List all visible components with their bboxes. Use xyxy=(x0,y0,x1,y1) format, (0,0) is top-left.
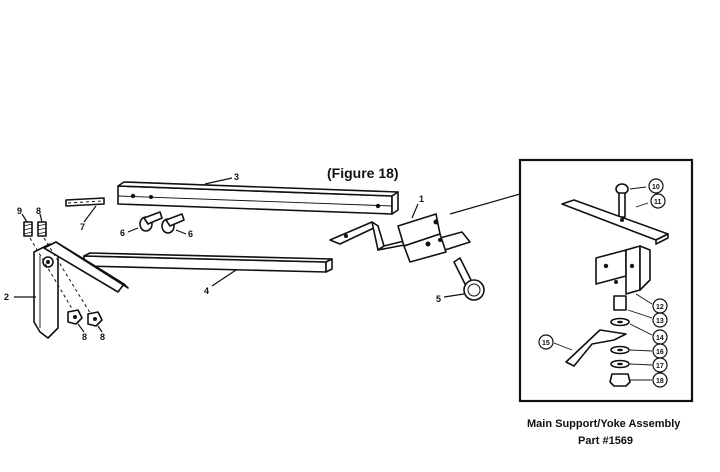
callout-10: 10 xyxy=(652,184,660,191)
leader-3 xyxy=(204,177,233,185)
leader-15 xyxy=(553,342,573,351)
part-2-yoke xyxy=(33,241,129,339)
leader-1 xyxy=(411,203,419,219)
callout-5: 5 xyxy=(436,294,441,304)
callout-14: 14 xyxy=(656,335,664,342)
leader-17 xyxy=(629,363,653,366)
leader-10 xyxy=(629,186,647,190)
leader-6a xyxy=(127,227,139,233)
detail-washer-17 xyxy=(610,359,630,369)
callout-1: 1 xyxy=(419,194,424,204)
callout-11: 11 xyxy=(654,199,662,206)
leader-6b xyxy=(175,229,187,235)
part-3-upper-bar xyxy=(117,181,399,215)
callout-6a: 6 xyxy=(120,228,125,238)
leader-8a xyxy=(39,213,43,223)
detail-caption-title: Main Support/Yoke Assembly xyxy=(527,418,681,430)
detail-yoke-arm-15 xyxy=(565,329,627,367)
callout-8a: 8 xyxy=(36,206,41,216)
part-7-pin xyxy=(65,197,105,207)
callout-8c: 8 xyxy=(100,332,105,342)
leader-16 xyxy=(629,349,653,352)
detail-caption-part: Part #1569 xyxy=(578,435,633,447)
part-5-lynch-pin xyxy=(453,257,485,301)
detail-washer-16 xyxy=(610,345,630,355)
assembly-line-left xyxy=(29,237,75,313)
callout-13: 13 xyxy=(656,318,664,325)
callout-16: 16 xyxy=(656,349,664,356)
detail-pointer-line xyxy=(449,193,521,215)
detail-nut-18 xyxy=(609,373,631,387)
callout-15: 15 xyxy=(542,340,550,347)
leader-8b xyxy=(77,323,85,333)
spring-washer-9 xyxy=(23,221,33,237)
callout-17: 17 xyxy=(656,363,664,370)
callout-9: 9 xyxy=(17,206,22,216)
part-4-lower-bar xyxy=(83,252,333,273)
nut-8-right xyxy=(87,311,103,327)
leader-14 xyxy=(629,323,653,336)
detail-washer-14 xyxy=(610,317,630,327)
nut-8-left xyxy=(67,309,83,325)
callout-2: 2 xyxy=(4,292,9,302)
callout-3: 3 xyxy=(234,172,239,182)
leader-4 xyxy=(211,269,237,287)
leader-9 xyxy=(21,213,28,223)
leader-8c xyxy=(97,325,103,333)
callout-6b: 6 xyxy=(188,229,193,239)
callout-10-circle xyxy=(648,178,664,194)
callout-11-circle xyxy=(650,193,666,209)
callout-17-circle xyxy=(652,357,668,373)
detail-spacer-13 xyxy=(613,295,627,311)
leader-5 xyxy=(443,293,465,298)
callout-12: 12 xyxy=(656,304,664,311)
callout-18-circle xyxy=(652,372,668,388)
detail-plate-11 xyxy=(561,199,669,245)
part-1-main-support xyxy=(329,213,471,263)
leader-12 xyxy=(635,293,653,305)
figure-title: (Figure 18) xyxy=(327,165,399,181)
callout-13-circle xyxy=(652,312,668,328)
spring-washer-8-top xyxy=(37,221,47,237)
bolt-6-left xyxy=(139,211,163,232)
callout-15-circle xyxy=(538,334,554,350)
bolt-6-right xyxy=(161,213,185,234)
leader-13 xyxy=(627,309,653,319)
callout-7: 7 xyxy=(80,222,85,232)
leader-11 xyxy=(635,202,649,208)
callout-8b: 8 xyxy=(82,332,87,342)
leader-7 xyxy=(83,205,97,223)
callout-4: 4 xyxy=(204,286,209,296)
detail-bracket-12 xyxy=(595,245,651,295)
callout-18: 18 xyxy=(656,378,664,385)
